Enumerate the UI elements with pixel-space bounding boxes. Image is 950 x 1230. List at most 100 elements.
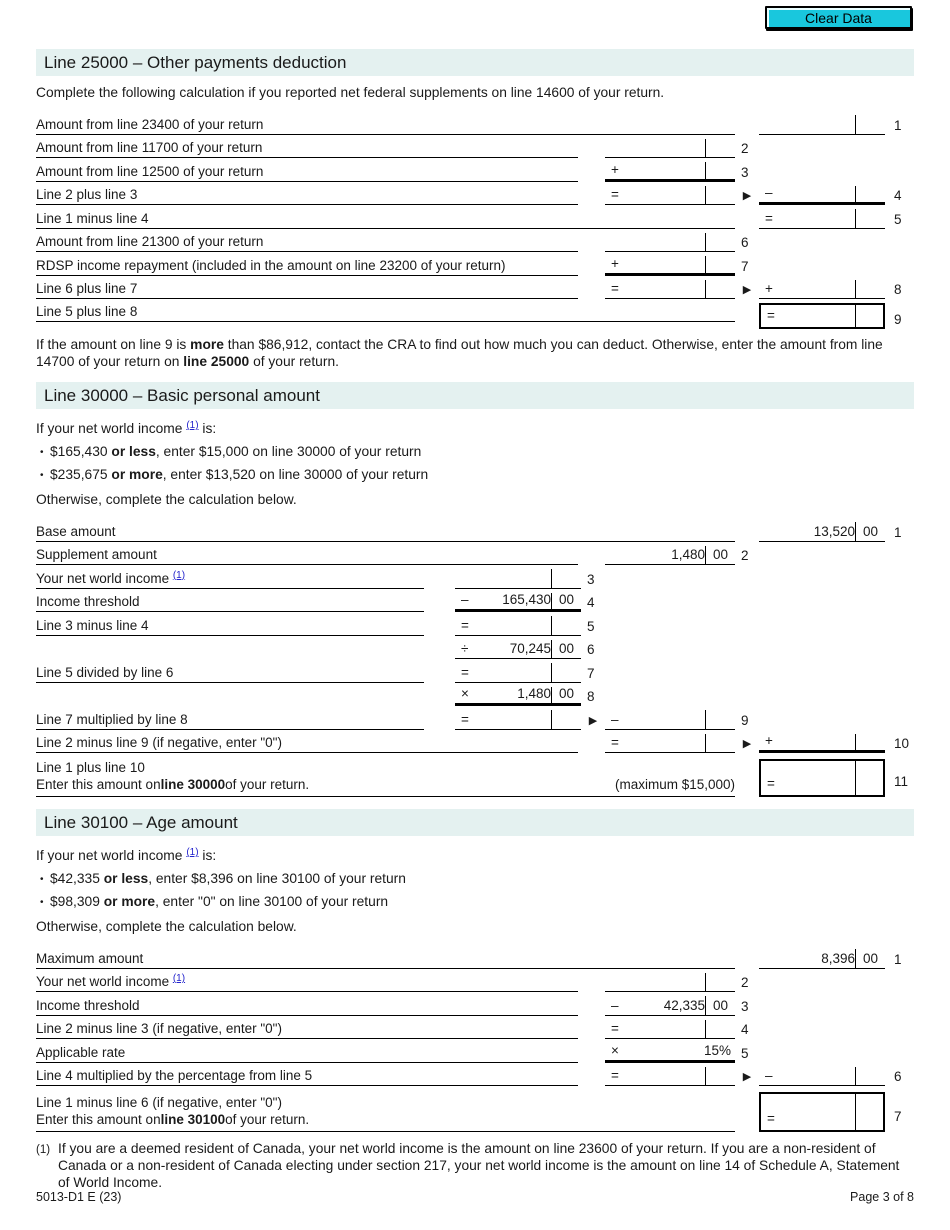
amount-value: 15% — [703, 1042, 731, 1058]
footnote-1-link[interactable]: (1) — [186, 420, 199, 431]
footnote: (1) If you are a deemed resident of Cana… — [36, 1140, 914, 1191]
amount-field[interactable] — [759, 111, 885, 135]
row-label: Income threshold — [36, 594, 140, 609]
result-box[interactable]: = — [759, 303, 885, 329]
calc-row: Line 7 multiplied by line 8 = ▶ – 9 — [36, 706, 914, 730]
amount-field[interactable]: = — [759, 205, 885, 229]
row-label: Applicable rate — [36, 1044, 126, 1060]
operator: – — [611, 997, 619, 1013]
carry-arrow-icon: ▶ — [588, 714, 598, 727]
amount-field[interactable]: = — [455, 612, 581, 636]
result-box[interactable]: = — [759, 1092, 885, 1132]
amount-field[interactable]: = — [455, 659, 581, 683]
line-number: 1 — [894, 117, 902, 133]
amount-field[interactable]: = — [605, 276, 735, 299]
row-label: Line 2 minus line 9 (if negative, enter … — [36, 735, 282, 750]
amount-field[interactable]: + — [605, 158, 735, 182]
amount-field[interactable]: = — [455, 706, 581, 730]
operator: = — [611, 735, 619, 750]
calc-row: Amount from line 12500 of your return + … — [36, 158, 914, 182]
amount-field[interactable]: = — [605, 1063, 735, 1086]
cents-value: 00 — [855, 949, 885, 968]
operator: = — [767, 308, 775, 323]
amount-field: × 15% — [605, 1039, 735, 1063]
footnote-1-link[interactable]: (1) — [172, 973, 186, 984]
row-label: Line 2 minus line 3 (if negative, enter … — [36, 1021, 282, 1036]
cents-value: 00 — [551, 592, 581, 609]
amount-field[interactable]: = — [605, 182, 735, 205]
amount-value: 70,245 — [509, 641, 551, 656]
amount-field[interactable]: + — [759, 730, 885, 753]
calc-row: Line 4 multiplied by the percentage from… — [36, 1063, 914, 1086]
section-title-line30000: Line 30000 – Basic personal amount — [36, 382, 914, 409]
row-label: Maximum amount — [36, 950, 144, 966]
amount-field[interactable]: = — [605, 730, 735, 753]
operator: – — [765, 185, 773, 200]
row-label: Amount from line 12500 of your return — [36, 163, 264, 179]
result-box[interactable]: = — [759, 759, 885, 797]
amount-field[interactable] — [605, 229, 735, 252]
carry-arrow-icon: ▶ — [742, 190, 752, 202]
row-label: Line 1 plus line 10 — [36, 760, 145, 775]
bullet-item: $165,430 or less, enter $15,000 on line … — [36, 443, 914, 461]
amount-value: 1,480 — [671, 547, 705, 562]
line-number: 3 — [741, 998, 749, 1014]
cents-value: 00 — [551, 639, 581, 658]
line-number: 8 — [587, 689, 595, 704]
amount-field[interactable] — [605, 135, 735, 158]
line-number: 2 — [741, 975, 749, 990]
calc-row: Line 5 plus line 8 = 9 — [36, 299, 914, 329]
calc-row: Amount from line 21300 of your return 6 — [36, 229, 914, 252]
amount-field[interactable]: + — [605, 252, 735, 276]
row-label: Line 4 multiplied by the percentage from… — [36, 1068, 313, 1083]
amount-field[interactable] — [605, 969, 735, 992]
operator: = — [461, 664, 469, 680]
calc-row: Your net world income (1) 2 — [36, 969, 914, 992]
page-footer: 5013-D1 E (23) Page 3 of 8 — [36, 1190, 914, 1204]
calc-row: Line 1 plus line 10 Enter this amount on… — [36, 753, 914, 797]
cents-divider — [855, 1094, 856, 1130]
amount-field[interactable]: + — [759, 276, 885, 299]
cents-box — [855, 115, 885, 134]
bullet-item: $42,335 or less, enter $8,396 on line 30… — [36, 870, 914, 888]
row-label: Amount from line 23400 of your return — [36, 116, 264, 132]
operator: × — [611, 1042, 619, 1058]
operator: = — [611, 187, 619, 202]
line-number: 1 — [894, 951, 902, 967]
amount-field[interactable]: – — [605, 706, 735, 730]
calc-row: Your net world income (1) 3 — [36, 565, 914, 589]
operator: = — [461, 617, 469, 633]
amount-field[interactable]: – — [759, 1063, 885, 1086]
otherwise-text: Otherwise, complete the calculation belo… — [36, 919, 297, 934]
calc-row: RDSP income repayment (included in the a… — [36, 252, 914, 276]
form-id: 5013-D1 E (23) — [36, 1190, 122, 1204]
row-label: Line 3 minus line 4 — [36, 617, 149, 633]
amount-field[interactable]: – — [759, 182, 885, 205]
section-intro: Complete the following calculation if yo… — [36, 85, 665, 100]
amount-field[interactable]: = — [605, 1016, 735, 1039]
calc-row: Amount from line 11700 of your return 2 — [36, 135, 914, 158]
row-label: Line 5 divided by line 6 — [36, 664, 174, 680]
section-intro: If your net world income (1) is: — [36, 420, 217, 436]
line-number: 9 — [894, 312, 902, 327]
amount-field[interactable] — [455, 565, 581, 589]
operator: + — [765, 733, 773, 748]
row-label: Your net world income (1) — [36, 569, 186, 586]
calc-row: Line 2 minus line 9 (if negative, enter … — [36, 730, 914, 753]
clear-data-button[interactable]: Clear Data — [765, 6, 912, 29]
footnote-1-link[interactable]: (1) — [172, 569, 186, 581]
line-number: 6 — [741, 235, 749, 250]
cents-value: 00 — [705, 545, 735, 564]
cents-value: 00 — [551, 686, 581, 703]
footnote-1-link[interactable]: (1) — [186, 847, 199, 858]
operator: – — [765, 1068, 773, 1083]
calc-line25000: Amount from line 23400 of your return 1 … — [36, 111, 914, 329]
